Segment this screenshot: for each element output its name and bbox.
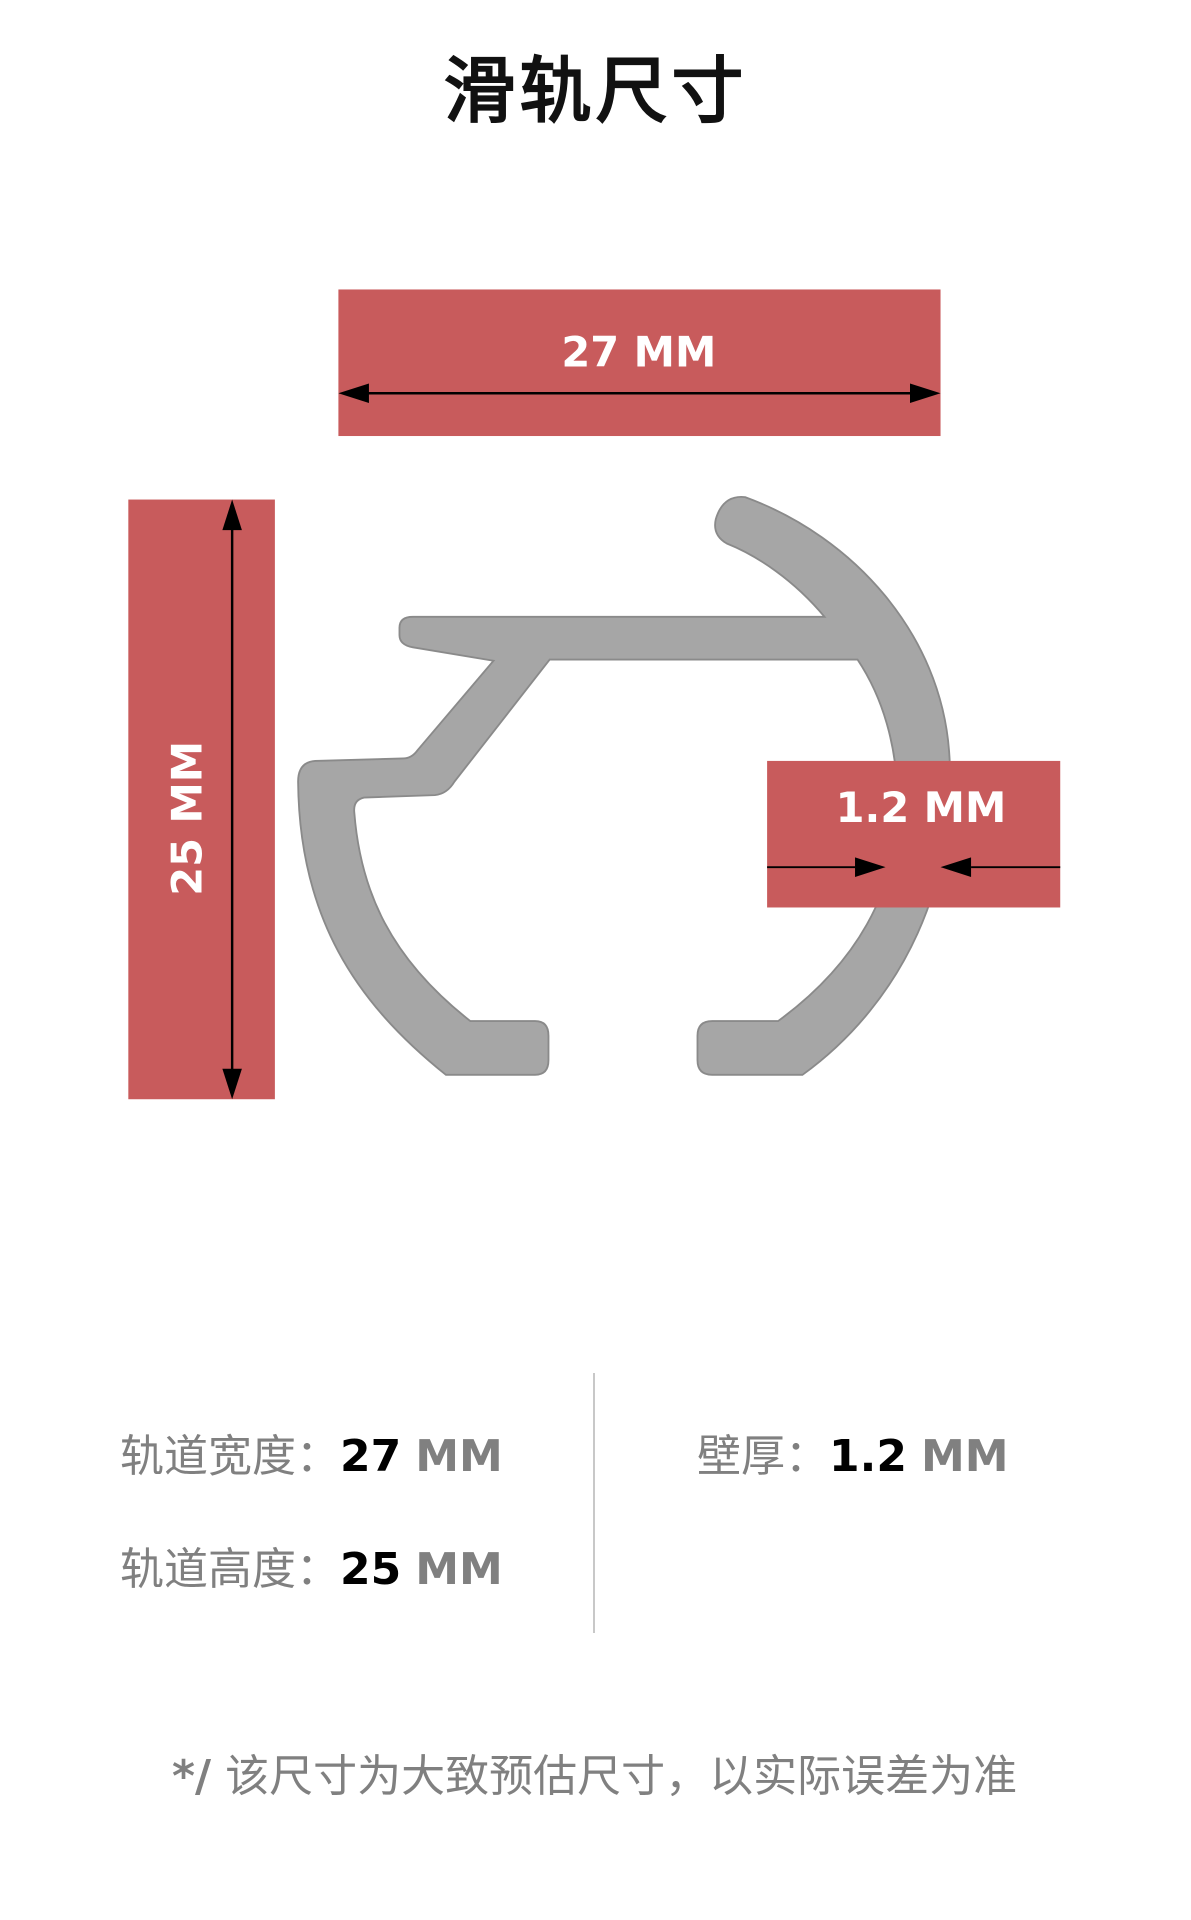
height-dimension-box bbox=[128, 499, 275, 1100]
spec-wall: 壁厚：1.2 MM bbox=[697, 1420, 1009, 1484]
spec-width-unit: MM bbox=[415, 1431, 503, 1482]
spec-wall-label: 壁厚： bbox=[697, 1431, 829, 1482]
page-title: 滑轨尺寸 bbox=[443, 49, 748, 133]
disclaimer-note: */ 该尺寸为大致预估尺寸，以实际误差为准 bbox=[172, 1740, 1017, 1804]
spec-height: 轨道高度：25 MM bbox=[120, 1533, 503, 1597]
arrow-left-icon bbox=[338, 383, 369, 404]
wall-dimension-label: 1.2 MM bbox=[836, 783, 1007, 832]
spec-width-label: 轨道宽度： bbox=[120, 1431, 340, 1482]
spec-wall-unit: MM bbox=[920, 1431, 1009, 1482]
spec-width-value: 27 bbox=[340, 1431, 402, 1482]
note-text: 该尺寸为大致预估尺寸，以实际误差为准 bbox=[211, 1751, 1018, 1802]
arrow-down-icon bbox=[222, 1068, 242, 1100]
height-dimension-label: 25 MM bbox=[163, 741, 212, 896]
rail-profile-shape bbox=[297, 495, 952, 1076]
width-dimension-box bbox=[338, 289, 941, 437]
arrow-right-icon bbox=[910, 383, 941, 404]
spec-height-value: 25 bbox=[340, 1544, 402, 1595]
spec-wall-value: 1.2 bbox=[829, 1431, 907, 1482]
arrow-up-icon bbox=[222, 499, 242, 531]
wall-dimension-box bbox=[767, 760, 1061, 908]
spec-width: 轨道宽度：27 MM bbox=[120, 1420, 503, 1484]
arrow-right-icon bbox=[855, 857, 886, 877]
width-dimension-label: 27 MM bbox=[561, 327, 716, 376]
arrow-left-icon bbox=[940, 857, 972, 877]
note-prefix: */ bbox=[172, 1751, 212, 1802]
spec-height-unit: MM bbox=[415, 1544, 503, 1595]
spec-height-label: 轨道高度： bbox=[120, 1544, 340, 1595]
column-divider bbox=[593, 1373, 595, 1633]
